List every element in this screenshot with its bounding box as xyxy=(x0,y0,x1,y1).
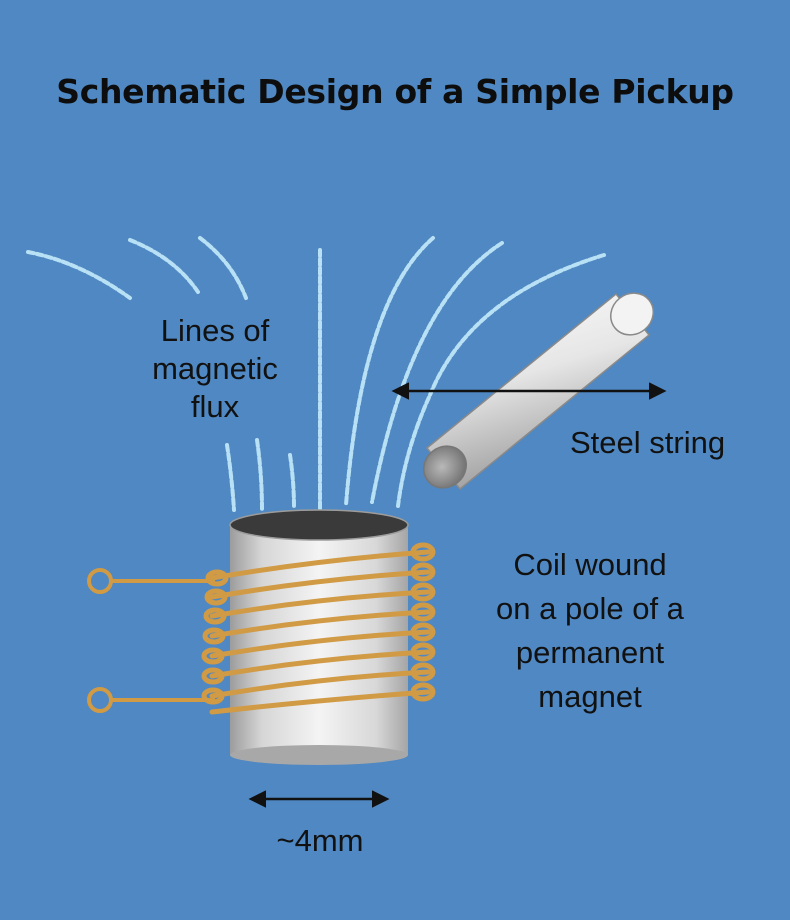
flux-line xyxy=(225,443,236,512)
flux-label-line: flux xyxy=(190,389,240,424)
magnet-top xyxy=(229,509,409,541)
terminal-top xyxy=(87,568,113,594)
string-label: Steel string xyxy=(570,425,726,460)
flux-line xyxy=(370,241,504,504)
flux-label: Lines of magnetic flux xyxy=(120,312,310,426)
flux-line xyxy=(288,453,296,510)
flux-line xyxy=(198,236,248,300)
flux-label-line: magnetic xyxy=(152,351,278,386)
string-end-cap xyxy=(423,445,467,489)
flux-line xyxy=(255,438,264,512)
coil-label: Coil wound on a pole of a permanent magn… xyxy=(455,543,725,719)
coil-label-line: on a pole of a xyxy=(496,591,684,626)
terminal-bottom xyxy=(87,687,113,713)
flux-label-line: Lines of xyxy=(160,313,270,348)
flux-line xyxy=(26,250,132,300)
coil-label-line: Coil wound xyxy=(513,547,667,582)
coil-windings xyxy=(209,549,431,715)
flux-line xyxy=(396,253,606,508)
coil-label-line: magnet xyxy=(538,679,642,714)
flux-line xyxy=(128,238,200,294)
flux-line xyxy=(344,236,435,507)
coil-label-line: permanent xyxy=(515,635,665,670)
flux-lines xyxy=(26,236,606,512)
diagram-title: Schematic Design of a Simple Pickup xyxy=(56,72,734,111)
size-label: ~4mm xyxy=(276,823,364,858)
coil-leads xyxy=(87,568,215,713)
